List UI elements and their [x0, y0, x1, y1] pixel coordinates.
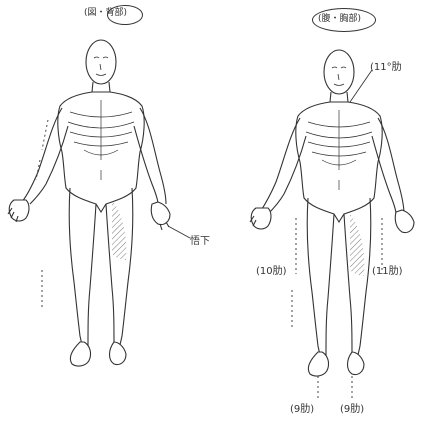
annotation-rib: (11°肋 [370, 62, 402, 73]
annotation-right-rib: (11肋) [372, 266, 403, 277]
left-foot-right [110, 342, 127, 365]
left-hand-left [8, 200, 29, 222]
right-head [324, 50, 354, 94]
annotation-bottom-right: (9肋) [340, 404, 364, 415]
left-hand-right [151, 202, 170, 230]
left-hatched-area [112, 200, 126, 260]
right-leg-left [307, 198, 334, 368]
annotation-left-rib: (10肋) [256, 266, 287, 277]
right-dotted-guides [292, 218, 382, 400]
left-pointer-line [168, 226, 190, 238]
annotation-bottom-left: (9肋) [290, 404, 314, 415]
left-head [86, 40, 116, 84]
right-leg-right [344, 198, 371, 368]
right-figure [250, 50, 414, 400]
right-hatched-area [350, 214, 364, 276]
left-foot-left [70, 342, 90, 366]
left-leg-left [69, 188, 96, 358]
right-hand-right [395, 210, 414, 233]
right-hand-left [250, 208, 271, 229]
annotation-below: 悟下 [190, 236, 210, 247]
right-foot-left [308, 352, 328, 376]
right-foot-right [348, 352, 365, 375]
left-figure [8, 40, 190, 366]
